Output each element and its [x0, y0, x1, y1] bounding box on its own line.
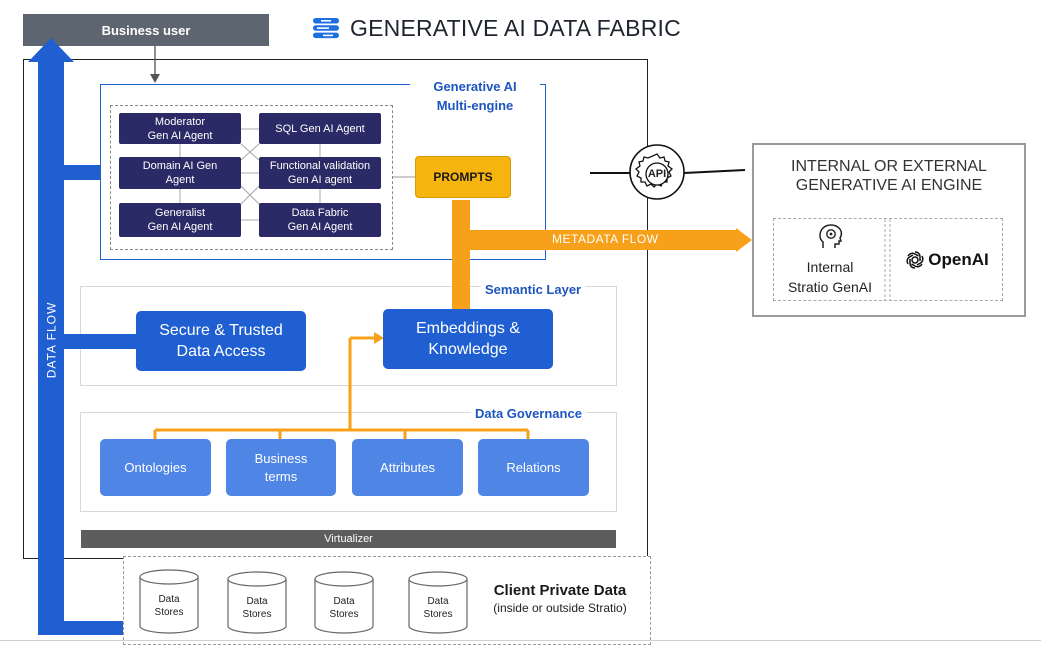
embeddings-knowledge-box[interactable]: Embeddings & Knowledge	[383, 309, 553, 369]
agent-line2: Gen AI Agent	[147, 129, 213, 142]
gov-line1: Business	[254, 450, 308, 466]
prompts-box[interactable]: PROMPTS	[415, 156, 511, 198]
openai-engine[interactable]: OpenAI	[892, 220, 1002, 300]
external-engine-title: INTERNAL OR EXTERNAL GENERATIVE AI ENGIN…	[760, 157, 1018, 195]
business-user-bar: Business user	[23, 14, 269, 46]
agent-line2: Gen AI Agent	[287, 221, 353, 233]
agent-line1: Generalist	[154, 207, 206, 219]
api-label: API	[647, 168, 667, 180]
agent-line1: Functional validation	[269, 160, 371, 172]
embeddings-line1: Embeddings &	[415, 320, 521, 337]
gov-line2: terms	[264, 468, 298, 484]
genai-multiengine-label: Generative AI Multi-engine	[410, 77, 540, 117]
business-user-label: Business user	[101, 22, 191, 38]
client-subtitle-text: (inside or outside Stratio)	[493, 601, 627, 615]
internal-line2: Stratio GenAI	[787, 279, 873, 295]
agent-line1: Data Fabric	[291, 207, 349, 219]
agent-line2: Gen AI Agent	[147, 221, 213, 233]
engine-title-line1: INTERNAL OR EXTERNAL	[791, 158, 987, 175]
virtualizer-label: Virtualizer	[324, 533, 373, 545]
api-gear-icon	[629, 144, 685, 200]
agent-line1: Domain AI Gen	[142, 160, 218, 172]
engine-options-box	[773, 218, 1003, 301]
genai-label-line1: Generative AI	[433, 79, 517, 94]
governance-relations[interactable]: Relations	[478, 439, 589, 496]
agent-line2: Agent	[165, 174, 195, 186]
agent-line1: SQL Gen AI Agent	[275, 122, 365, 135]
data-store-icon	[408, 571, 468, 634]
client-private-data-box	[123, 556, 651, 645]
governance-ontologies[interactable]: Ontologies	[100, 439, 211, 496]
gov-line1: Relations	[506, 459, 561, 475]
engine-title-line2: GENERATIVE AI ENGINE	[795, 177, 983, 194]
data-store-icon	[227, 571, 287, 634]
metadata-flow-label: METADATA FLOW	[552, 232, 659, 246]
secure-line1: Secure & Trusted	[159, 322, 283, 339]
virtualizer-bar: Virtualizer	[81, 530, 616, 548]
data-store-icon	[314, 571, 374, 634]
governance-attributes[interactable]: Attributes	[352, 439, 463, 496]
stratio-logo-icon	[313, 18, 339, 39]
agent-line1: Moderator	[154, 115, 206, 128]
external-ai-engine-box	[752, 143, 1026, 317]
data-store-icon	[139, 569, 199, 634]
internal-stratio-genai[interactable]: Internal Stratio GenAI	[775, 220, 885, 300]
client-private-data-title: Client Private Data (inside or outside S…	[480, 582, 640, 615]
bottom-divider	[0, 640, 1041, 641]
internal-line1: Internal	[806, 259, 854, 275]
secure-line2: Data Access	[176, 343, 266, 360]
agent-line2: Gen AI agent	[287, 174, 353, 186]
genai-label-line2: Multi-engine	[436, 98, 514, 113]
prompts-label: PROMPTS	[433, 170, 493, 184]
brain-gear-icon	[819, 224, 843, 248]
title-text: GENERATIVE AI DATA FABRIC	[350, 14, 681, 41]
governance-business-terms[interactable]: Business terms	[226, 439, 336, 496]
data-governance-label: Data Governance	[471, 406, 586, 421]
page-title: GENERATIVE AI DATA FABRIC	[312, 12, 681, 44]
client-title-text: Client Private Data	[493, 582, 627, 599]
gov-line1: Ontologies	[124, 459, 187, 475]
openai-label: OpenAI	[928, 250, 989, 269]
embeddings-line2: Knowledge	[428, 341, 508, 358]
semantic-layer-label: Semantic Layer	[481, 282, 586, 297]
openai-logo-icon	[906, 251, 924, 269]
agent-sql[interactable]: SQL Gen AI Agent	[259, 113, 381, 144]
gov-line1: Attributes	[380, 459, 435, 475]
